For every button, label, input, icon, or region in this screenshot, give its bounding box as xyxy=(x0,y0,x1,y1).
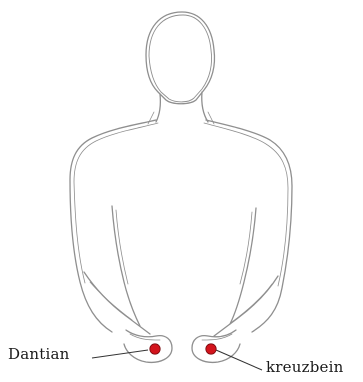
left-shoulder-2 xyxy=(74,123,158,283)
kreuzbein-pointer-line xyxy=(216,350,262,370)
chest-fold-left xyxy=(148,112,154,124)
left-shoulder xyxy=(70,120,156,332)
left-forearm xyxy=(84,272,150,334)
right-forearm xyxy=(214,276,278,336)
dantian-pointer-line xyxy=(92,350,148,358)
head-outline xyxy=(146,12,215,104)
dantian-point xyxy=(150,344,160,354)
kreuzbein-label: kreuzbein xyxy=(266,358,343,376)
kreuzbein-point xyxy=(206,344,216,354)
right-shoulder xyxy=(206,120,292,332)
chest-fold-right xyxy=(208,112,214,124)
right-shoulder-2 xyxy=(204,123,288,286)
neck-right xyxy=(202,92,208,122)
dantian-label: Dantian xyxy=(8,345,69,363)
neck-left xyxy=(156,94,160,122)
head-outline-2 xyxy=(149,15,212,102)
